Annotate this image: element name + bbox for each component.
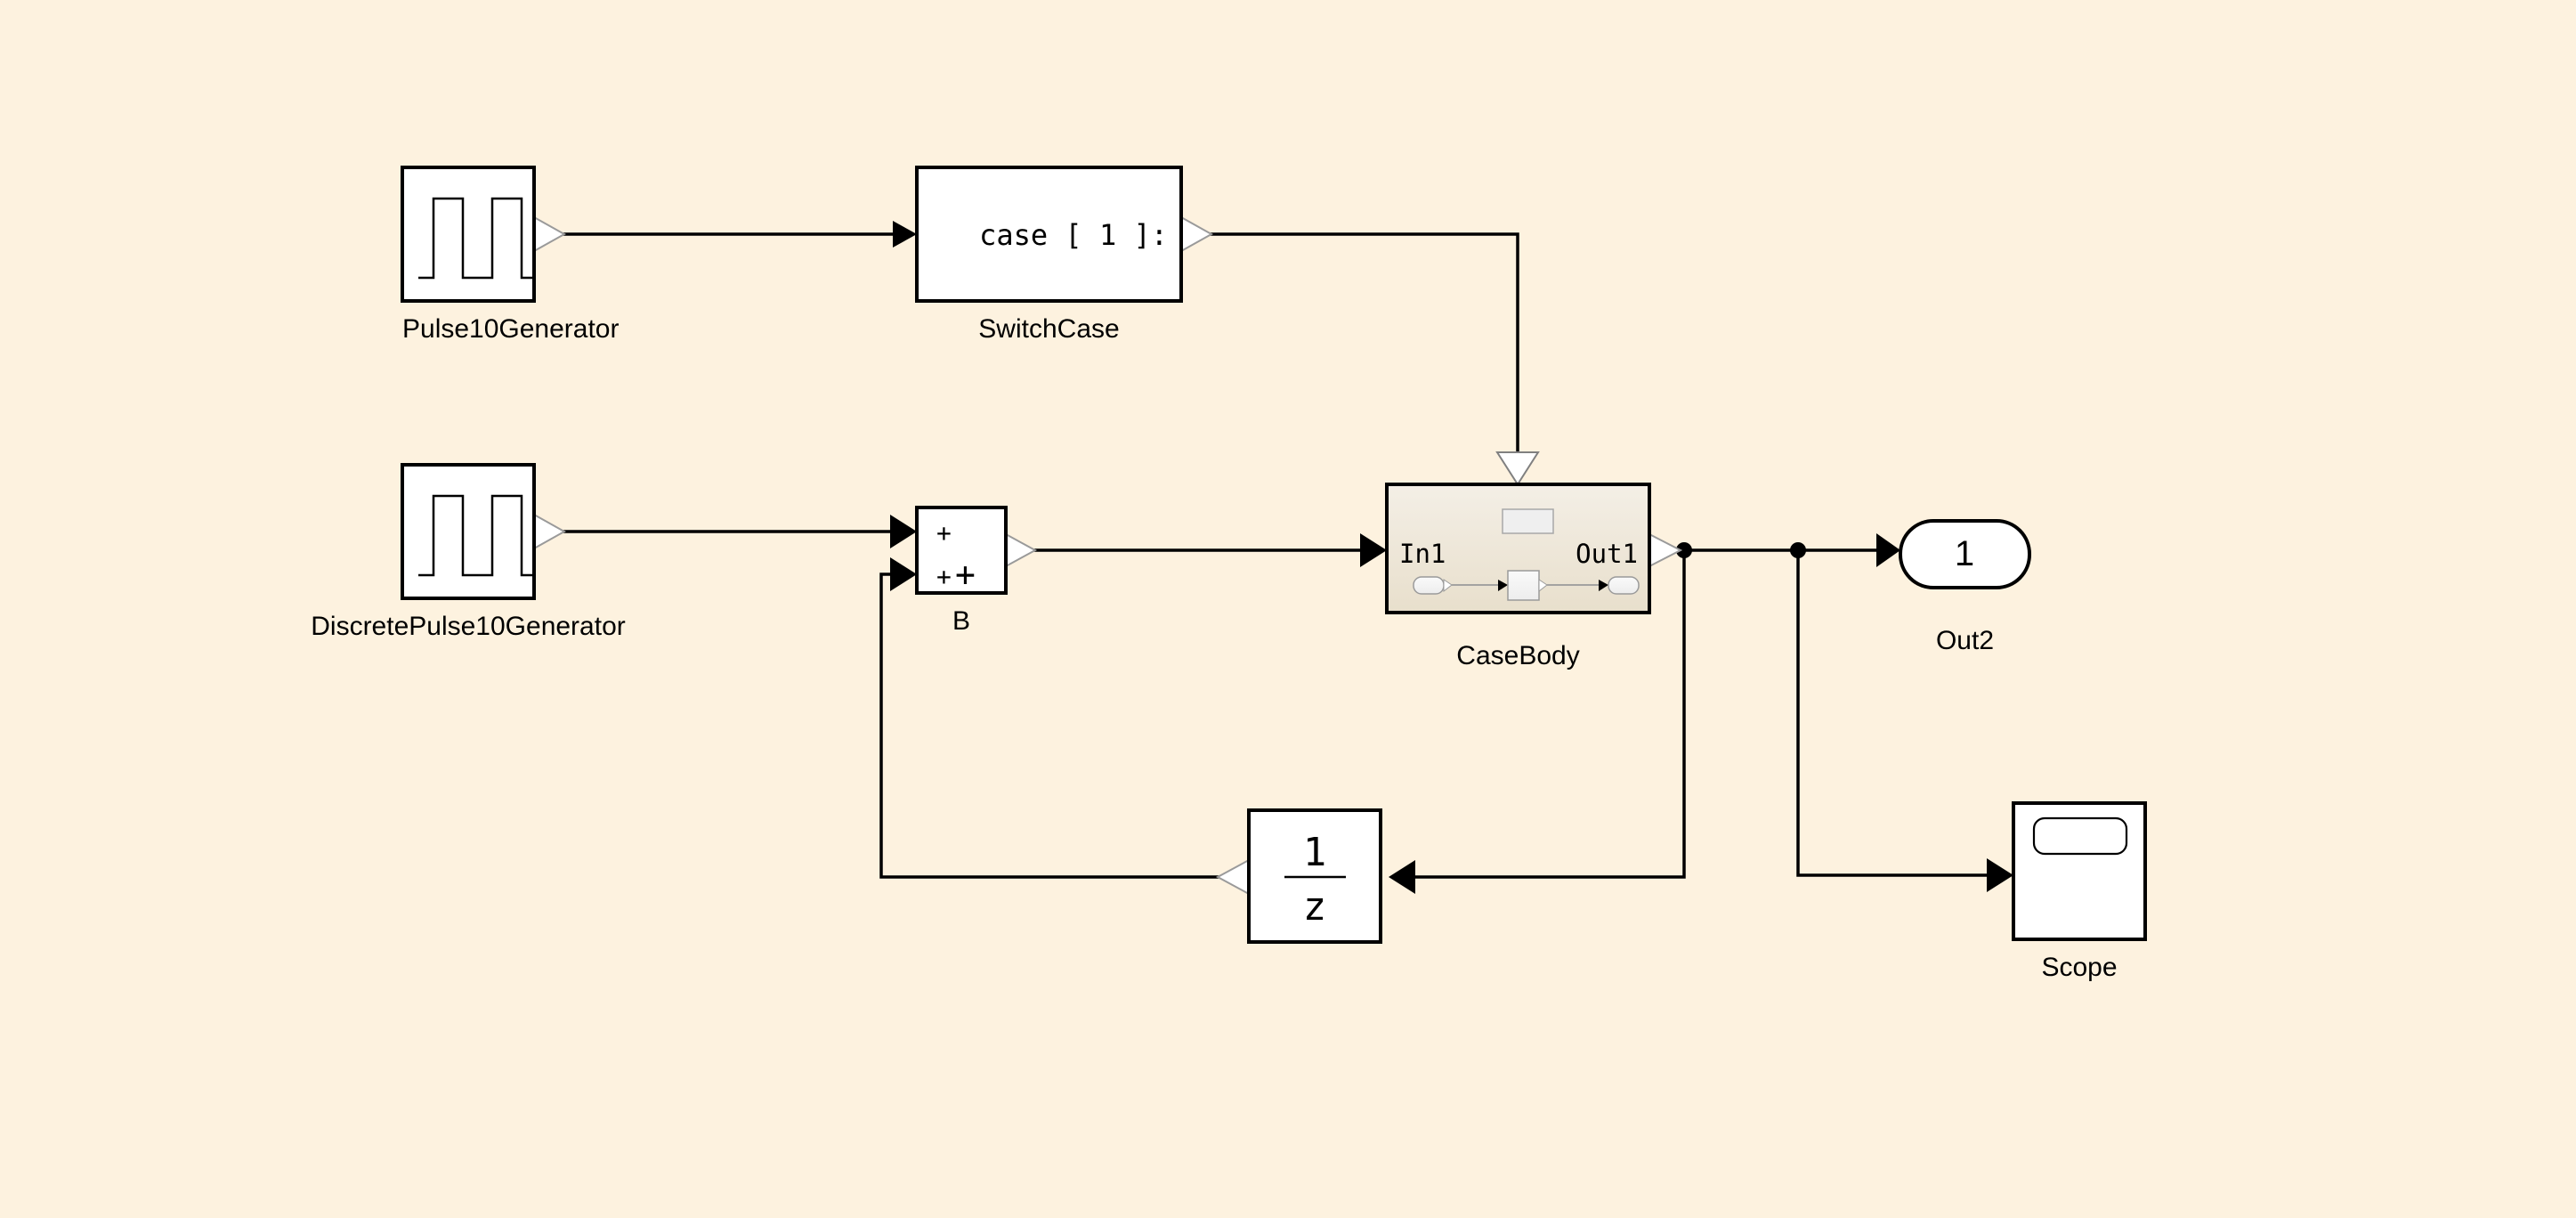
block-switchcase[interactable]: case [ 1 ]:	[915, 166, 1214, 303]
block-scope[interactable]	[2012, 801, 2147, 941]
label-casebody: CaseBody	[1456, 641, 1580, 670]
block-sum-b[interactable]: + + +	[915, 506, 1038, 595]
signal-discretepulse10-to-sum[interactable]	[556, 515, 917, 548]
unitdelay-numerator: 1	[1303, 830, 1327, 875]
label-out2: Out2	[1935, 626, 1995, 655]
sum-sign-top: +	[936, 518, 952, 548]
casebody-action-port-glyph	[1502, 508, 1554, 534]
block-casebody-subsystem[interactable]: In1 Out1	[1385, 483, 1683, 614]
signal-switchcase-to-casebody-action[interactable]	[1203, 232, 1540, 486]
signal-casebody-to-out2[interactable]	[1672, 533, 1900, 567]
label-sum-b: B	[952, 606, 970, 636]
junction-dot	[1790, 542, 1806, 558]
signal-casebody-to-unitdelay[interactable]	[1389, 542, 1692, 894]
junction-dot	[1676, 542, 1692, 558]
switchcase-case-text: case [ 1 ]:	[979, 218, 1168, 252]
sum-sign-center: +	[955, 555, 976, 594]
signal-casebody-to-scope[interactable]	[1790, 542, 2013, 892]
label-discretepulse10generator: DiscretePulse10Generator	[311, 612, 626, 641]
block-out2-port[interactable]: 1	[1899, 519, 2031, 589]
casebody-mini-diagram	[1413, 570, 1640, 601]
sum-sign-bottom: +	[936, 562, 952, 591]
label-pulse10generator: Pulse10Generator	[402, 314, 620, 344]
casebody-in1-label: In1	[1399, 539, 1446, 569]
label-switchcase: SwitchCase	[978, 314, 1120, 344]
unitdelay-denominator: z	[1303, 884, 1327, 930]
block-discretepulse10generator[interactable]	[401, 463, 567, 600]
signal-unitdelay-to-sum-feedback[interactable]	[879, 557, 1243, 879]
block-pulse10generator[interactable]	[401, 166, 567, 303]
signal-pulse10-to-switchcase[interactable]	[556, 221, 917, 248]
scope-screen-glyph	[2032, 816, 2128, 856]
block-unit-delay[interactable]: 1 z	[1215, 808, 1382, 944]
out2-port-number: 1	[1955, 534, 1974, 573]
label-scope: Scope	[2041, 953, 2118, 982]
casebody-out1-label: Out1	[1576, 539, 1638, 569]
signal-sum-to-casebody[interactable]	[1028, 533, 1387, 567]
